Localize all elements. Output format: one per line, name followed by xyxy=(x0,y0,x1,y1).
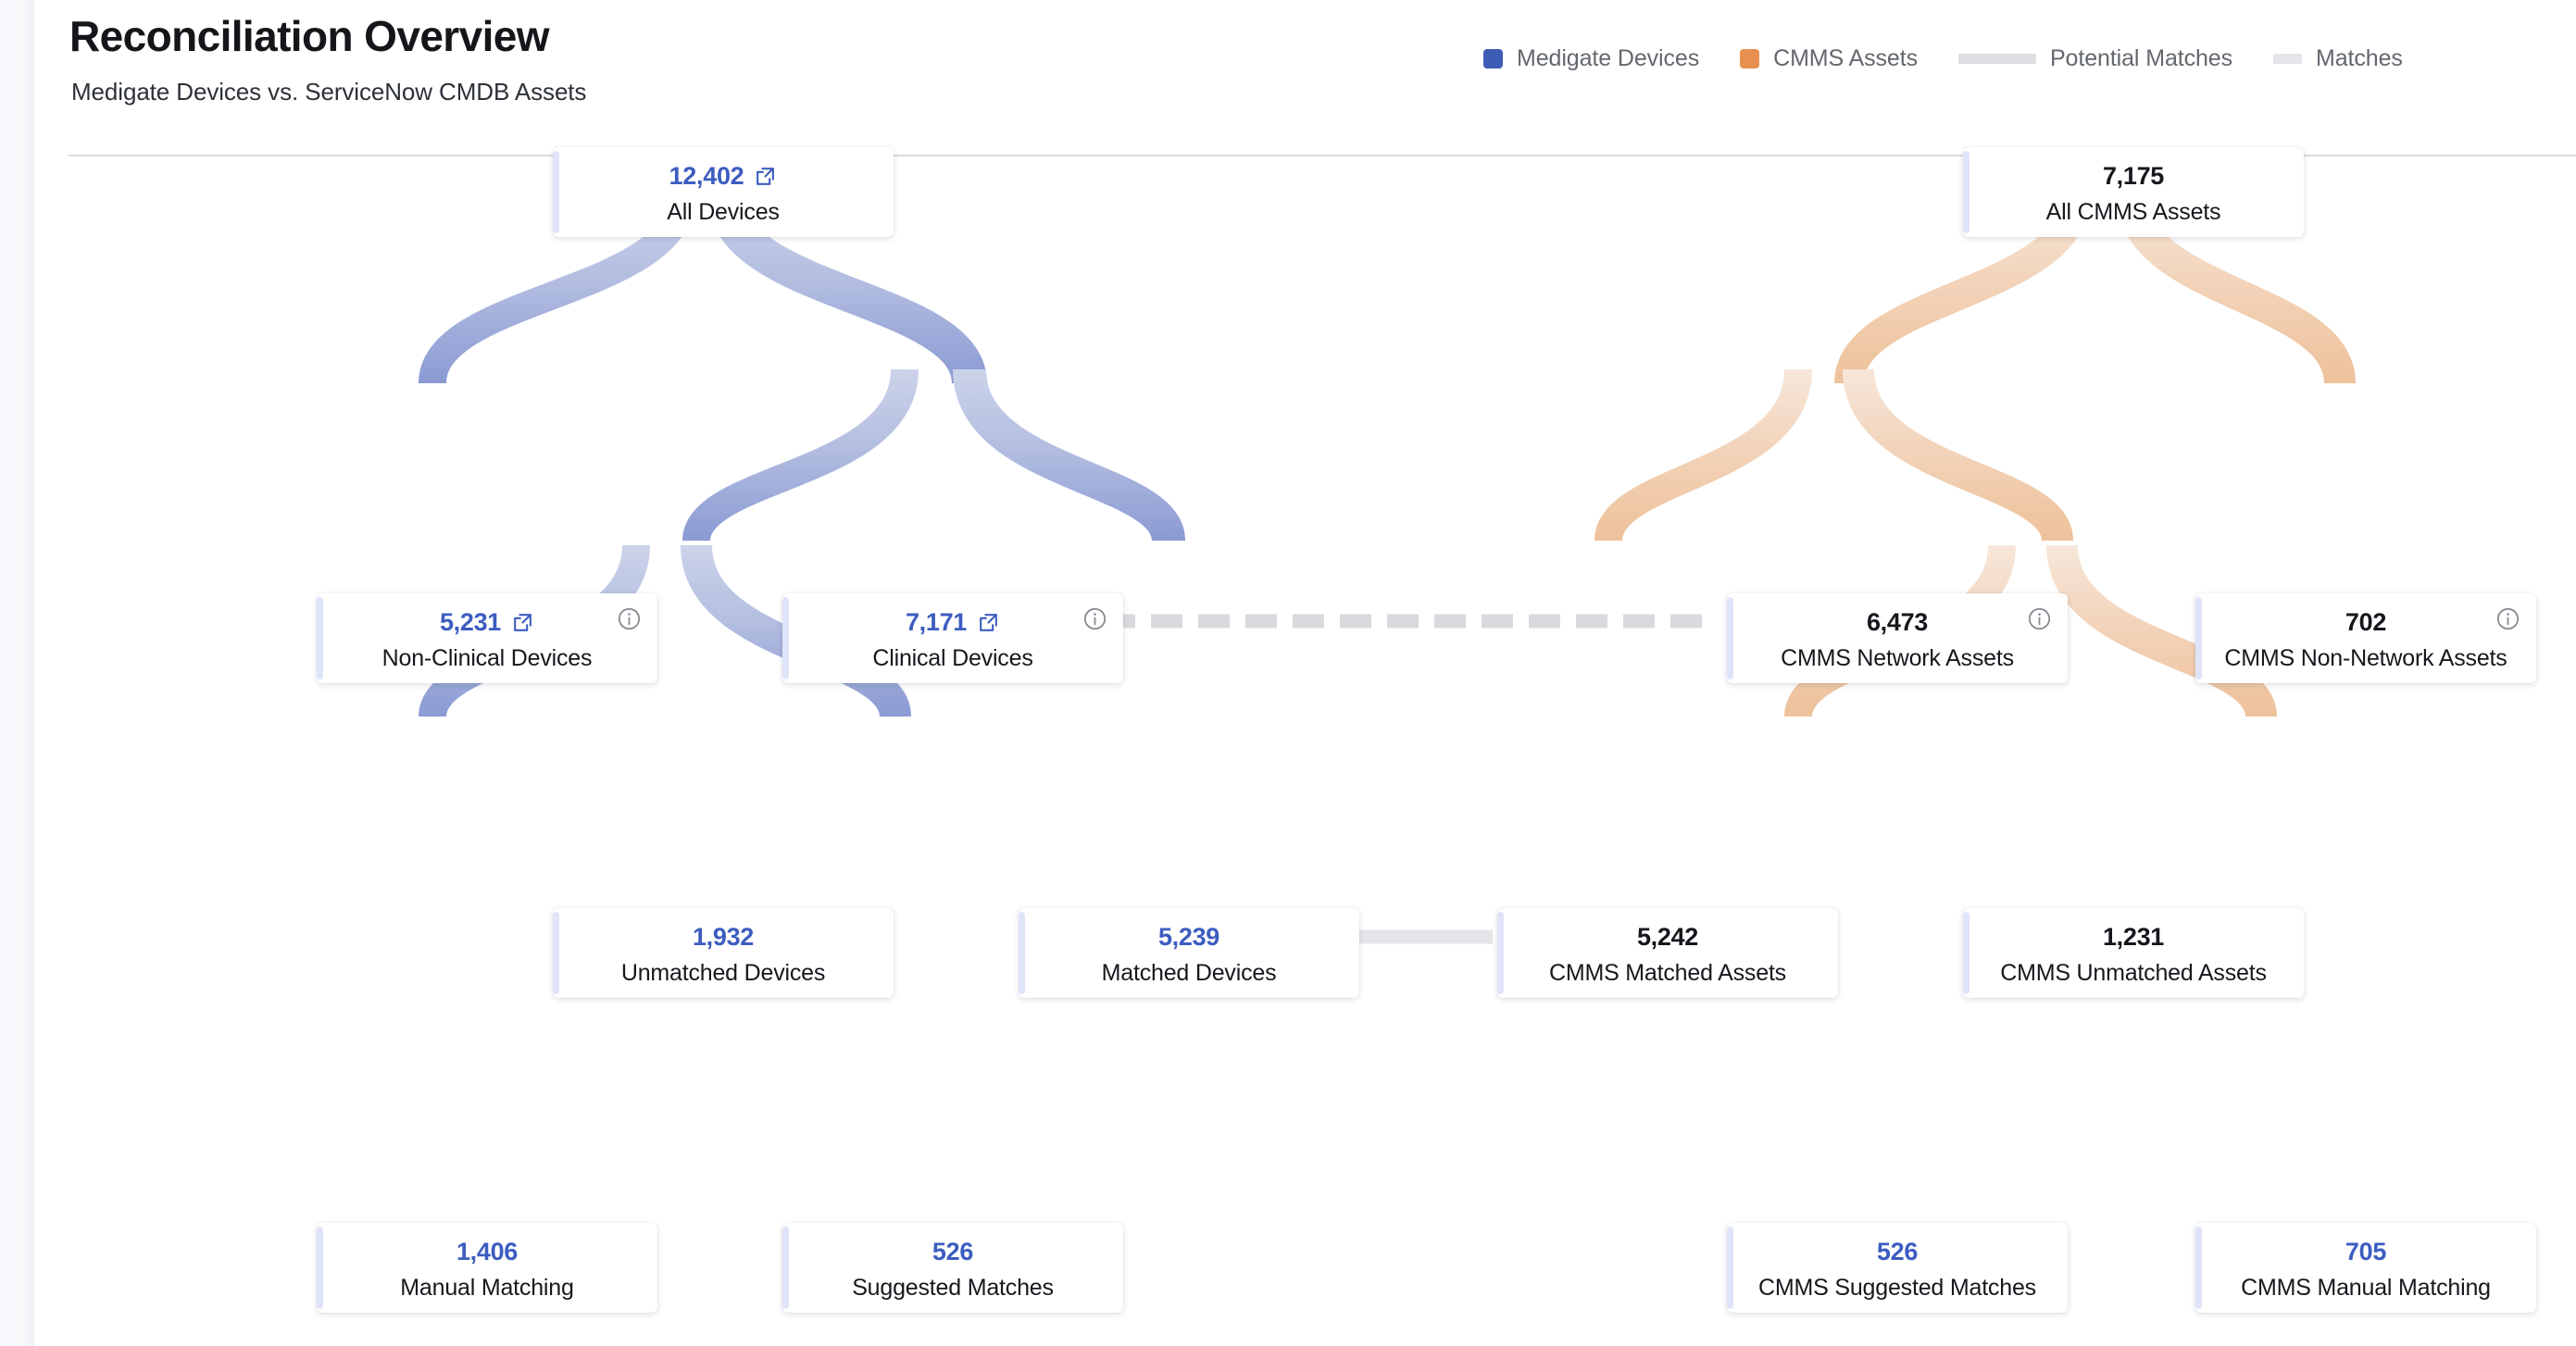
node-label: All CMMS Assets xyxy=(2045,198,2221,225)
node-value: 1,406 xyxy=(456,1238,519,1265)
blue-square-swatch-icon xyxy=(1483,49,1503,69)
info-icon[interactable] xyxy=(2495,606,2520,631)
node-value: 1,231 xyxy=(2102,923,2165,951)
node-all-devices[interactable]: 12,402 All Devices xyxy=(553,147,894,237)
node-value-row: 526 xyxy=(1877,1237,1918,1268)
node-label: Suggested Matches xyxy=(852,1274,1054,1301)
node-label: CMMS Network Assets xyxy=(1781,644,2014,671)
node-suggested-matches[interactable]: 526 Suggested Matches xyxy=(782,1223,1123,1313)
node-unmatched-devices[interactable]: 1,932 Unmatched Devices xyxy=(553,908,894,998)
node-clinical-devices[interactable]: 7,171 Clinical Devices xyxy=(782,593,1123,683)
flow-cmms-network-to-matched-assets xyxy=(1594,368,1812,543)
node-value-row: 705 xyxy=(2345,1237,2386,1268)
node-value: 5,231 xyxy=(439,608,502,636)
node-label: CMMS Suggested Matches xyxy=(1758,1274,2036,1301)
info-icon[interactable] xyxy=(617,606,642,631)
node-value: 702 xyxy=(2345,608,2387,636)
node-cmms-suggested-matches[interactable]: 526 CMMS Suggested Matches xyxy=(1727,1223,2068,1313)
node-cmms-non-network-assets[interactable]: 702 CMMS Non-Network Assets xyxy=(2195,593,2536,683)
node-value-row: 7,171 xyxy=(906,607,1000,639)
node-cmms-manual-matching[interactable]: 705 CMMS Manual Matching xyxy=(2195,1223,2536,1313)
legend-item-matches[interactable]: Matches xyxy=(2273,45,2403,72)
node-label: Manual Matching xyxy=(400,1274,574,1301)
node-non-clinical-devices-card[interactable]: 5,231 Non-Clinical Devices xyxy=(317,593,657,683)
info-icon[interactable] xyxy=(2027,606,2052,631)
node-label: CMMS Non-Network Assets xyxy=(2224,644,2507,671)
node-value-row: 12,402 xyxy=(669,161,778,193)
node-value: 5,242 xyxy=(1636,923,1699,951)
node-value-row: 702 xyxy=(2345,607,2386,639)
node-value-row: 7,175 xyxy=(2103,161,2164,193)
external-link-icon[interactable] xyxy=(977,611,1000,634)
node-label: Clinical Devices xyxy=(872,644,1033,671)
gray-long-line-swatch-icon xyxy=(1957,54,2036,64)
node-value: 526 xyxy=(1876,1238,1919,1265)
header-divider xyxy=(69,155,2576,156)
node-value: 5,239 xyxy=(1157,923,1220,951)
node-value: 6,473 xyxy=(1866,608,1929,636)
info-icon[interactable] xyxy=(1082,606,1107,631)
node-all-cmms-assets[interactable]: 7,175 All CMMS Assets xyxy=(1963,147,2304,237)
legend: Medigate Devices CMMS Assets Potential M… xyxy=(1483,45,2403,72)
legend-label: Matches xyxy=(2316,45,2403,71)
node-value-row: 5,239 xyxy=(1158,922,1219,953)
legend-item-potential-matches[interactable]: Potential Matches xyxy=(1957,45,2233,72)
node-label: All Devices xyxy=(667,198,780,225)
node-manual-matching[interactable]: 1,406 Manual Matching xyxy=(317,1223,657,1313)
node-matched-devices[interactable]: 5,239 Matched Devices xyxy=(1019,908,1359,998)
orange-square-swatch-icon xyxy=(1740,49,1760,69)
node-label: CMMS Matched Assets xyxy=(1548,959,1786,986)
node-label: Matched Devices xyxy=(1101,959,1277,986)
node-value: 7,175 xyxy=(2102,162,2165,190)
legend-item-medigate-devices[interactable]: Medigate Devices xyxy=(1483,45,1699,72)
node-label: Non-Clinical Devices xyxy=(381,644,593,671)
node-value: 1,932 xyxy=(692,923,755,951)
page-subtitle: Medigate Devices vs. ServiceNow CMDB Ass… xyxy=(71,78,587,106)
node-value-row: 6,473 xyxy=(1867,607,1928,639)
node-value-row: 1,231 xyxy=(2103,922,2164,953)
flow-clinical-to-matched xyxy=(953,368,1185,543)
left-gutter xyxy=(0,0,34,1346)
node-label: Unmatched Devices xyxy=(620,959,826,986)
legend-label: Medigate Devices xyxy=(1517,45,1700,71)
node-cmms-network-assets[interactable]: 6,473 CMMS Network Assets xyxy=(1727,593,2068,683)
legend-item-cmms-assets[interactable]: CMMS Assets xyxy=(1740,45,1918,72)
gray-short-line-swatch-icon xyxy=(2273,54,2303,64)
node-value-row: 5,231 xyxy=(440,607,534,639)
node-cmms-unmatched-assets[interactable]: 1,231 CMMS Unmatched Assets xyxy=(1963,908,2304,998)
external-link-icon[interactable] xyxy=(754,165,777,188)
node-label: CMMS Unmatched Assets xyxy=(2000,959,2267,986)
flow-cmms-network-to-unmatched-assets xyxy=(1843,368,2073,543)
node-value: 12,402 xyxy=(669,162,744,190)
flow-cmms-unmatched-to-manual-matching xyxy=(2046,543,2277,719)
node-value: 7,171 xyxy=(905,608,968,636)
node-cmms-matched-assets[interactable]: 5,242 CMMS Matched Assets xyxy=(1497,908,1838,998)
node-value-row: 1,406 xyxy=(456,1237,518,1268)
page-title: Reconciliation Overview xyxy=(69,12,550,60)
flow-links-layer xyxy=(419,192,2356,944)
node-label: CMMS Manual Matching xyxy=(2241,1274,2491,1301)
legend-label: CMMS Assets xyxy=(1773,45,1918,71)
node-value-row: 1,932 xyxy=(693,922,754,953)
page-header: Reconciliation Overview Medigate Devices… xyxy=(34,0,2576,156)
legend-label: Potential Matches xyxy=(2049,45,2233,71)
node-value: 526 xyxy=(932,1238,974,1265)
external-link-icon[interactable] xyxy=(511,611,534,634)
node-value: 705 xyxy=(2345,1238,2387,1265)
node-value-row: 5,242 xyxy=(1637,922,1698,953)
node-value-row: 526 xyxy=(932,1237,973,1268)
flow-clinical-to-unmatched xyxy=(682,368,919,543)
reconciliation-diagram: 12,402 All Devices 7,175 All CMMS Assets… xyxy=(34,147,2576,1346)
